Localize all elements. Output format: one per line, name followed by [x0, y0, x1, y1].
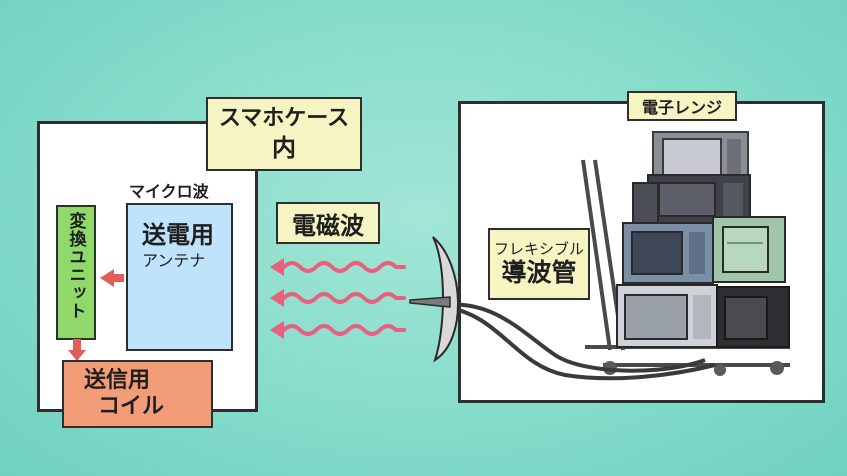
transmit-coil-box: 送信用 コイル: [62, 360, 213, 428]
waveguide-line2: 導波管: [501, 258, 577, 287]
microwave-dark: [647, 174, 751, 224]
wave-arrow-2: [282, 292, 406, 304]
coil-line1: 送信用: [84, 367, 151, 393]
em-wave-label: 電磁波: [292, 211, 364, 240]
transmit-antenna-box: 送電用 アンテナ: [126, 203, 233, 351]
flexible-waveguide-label-box: フレキシブル 導波管: [488, 228, 590, 300]
antenna-line2: アンテナ: [142, 251, 206, 270]
waveguide-cable-1: [444, 302, 706, 373]
em-wave-label-box: 電磁波: [276, 202, 380, 244]
conversion-unit-box: 変換ユニット: [56, 205, 96, 340]
waveguide-line1: フレキシブル: [493, 240, 584, 258]
dish-antenna: [409, 236, 459, 363]
microwave-black: [716, 286, 790, 348]
antenna-line1: 送電用: [142, 221, 214, 249]
coil-line2: コイル: [98, 394, 165, 419]
microwave-oven-label-box: 電子レンジ: [627, 91, 737, 121]
case-label-line2: 内: [272, 133, 296, 162]
smartphone-case-label: スマホケース 内: [206, 97, 362, 171]
wave-arrow-1: [282, 261, 406, 273]
wave-arrow-3: [282, 324, 406, 336]
microwave-oven-cart-illustration: [409, 131, 790, 381]
microwave-top: [652, 131, 749, 183]
microwave-label: マイクロ波: [129, 182, 209, 201]
microwave-oven-label: 電子レンジ: [641, 98, 722, 117]
conversion-unit-label: 変換ユニット: [65, 212, 86, 320]
case-label-line1: スマホケース: [218, 106, 350, 132]
microwave-silver: [616, 284, 718, 348]
em-wave-arrows: [270, 258, 406, 339]
microwave-blue: [622, 222, 714, 284]
converter-to-coil-arrow: [68, 339, 86, 361]
microwave-green: [712, 216, 786, 283]
waveguide-cable-2: [444, 305, 716, 381]
antenna-to-converter-arrow: [100, 269, 124, 287]
